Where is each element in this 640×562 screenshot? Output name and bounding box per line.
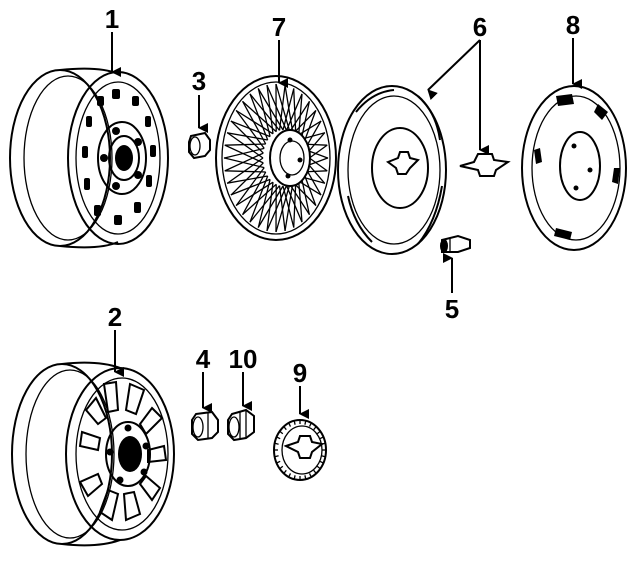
- center-cap-icon: [273, 419, 327, 481]
- callout-9: 9: [293, 358, 307, 388]
- wheel-cover-with-emblem-icon: [337, 85, 447, 255]
- callout-8: 8: [566, 10, 580, 40]
- callout-5: 5: [445, 294, 459, 324]
- callout-3: 3: [192, 66, 206, 96]
- lock-nut-icon: [227, 408, 255, 442]
- emblem-icon: [459, 153, 511, 177]
- callout-2: 2: [108, 302, 122, 332]
- steel-wheel-icon: [9, 67, 169, 249]
- hub-cap-icon: [521, 85, 627, 251]
- wire-wheel-cover-icon: [215, 75, 337, 241]
- callout-4: 4: [196, 344, 211, 374]
- callout-10: 10: [229, 344, 258, 374]
- valve-stem-icon: [440, 234, 471, 253]
- lug-nut-icon: [191, 410, 219, 442]
- callout-1: 1: [105, 4, 119, 34]
- callout-6: 6: [473, 12, 487, 42]
- lug-nut-icon: [188, 131, 211, 160]
- callout-7: 7: [272, 12, 286, 42]
- styled-wheel-icon: [11, 361, 175, 547]
